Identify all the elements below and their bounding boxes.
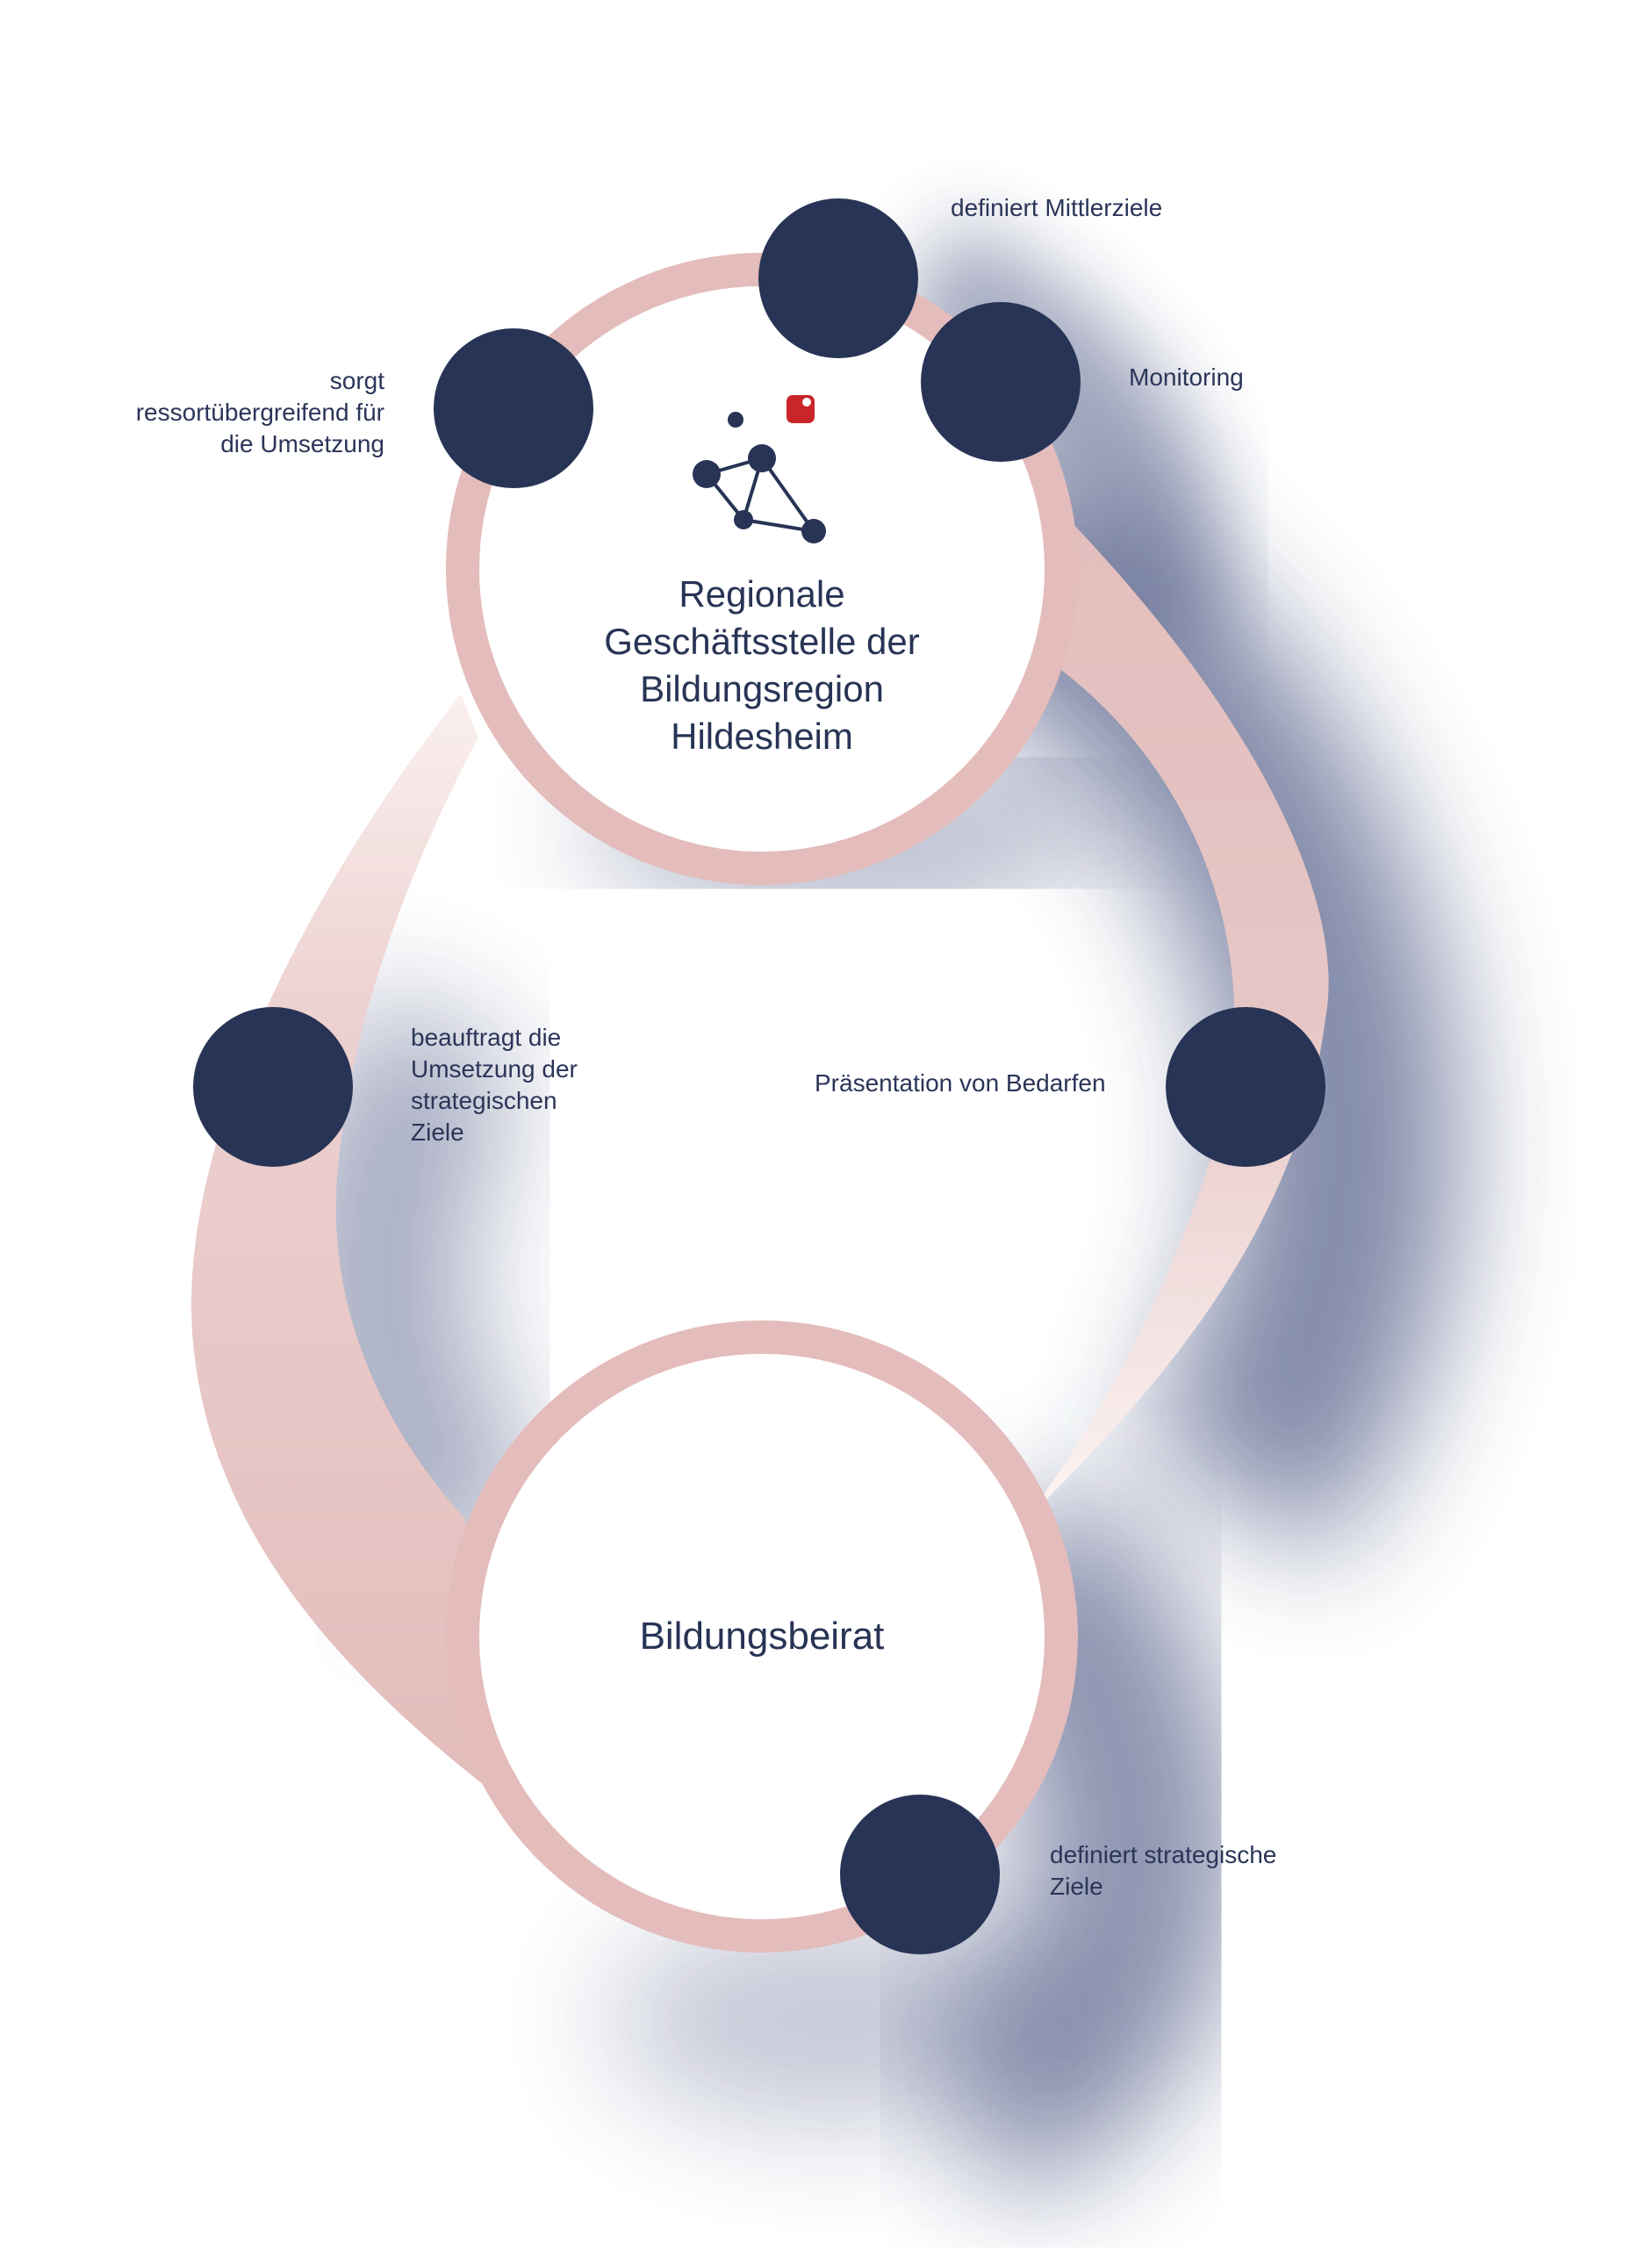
shadow-bottom-center	[606, 1914, 1062, 2125]
label-sorgt: sorgt ressortübergreifend für die Umsetz…	[135, 367, 384, 457]
node-beauftragt	[193, 1007, 353, 1167]
bildungsregion-network-logo	[693, 395, 826, 543]
top-circle	[446, 253, 1078, 885]
node-sorgt	[434, 328, 593, 488]
node-praesentation	[1166, 1007, 1325, 1167]
node-strategische	[840, 1795, 1000, 1954]
arc-left	[190, 694, 492, 1791]
label-definiert-strategische: definiert strategische Ziele	[1050, 1841, 1277, 1900]
label-praesentation: Präsentation von Bedarfen	[815, 1069, 1106, 1097]
label-monitoring: Monitoring	[1129, 363, 1244, 391]
node-mittlerziele	[758, 198, 918, 358]
shadow-left	[287, 984, 550, 1613]
arc-right	[944, 401, 1329, 1506]
top-circle-title: Regionale Geschäftsstelle der Bildungsre…	[604, 573, 920, 757]
node-monitoring	[921, 302, 1081, 462]
label-beauftragt: beauftragt die Umsetzung der strategisch…	[411, 1024, 578, 1146]
label-definiert-mittlerziele: definiert Mittlerziele	[951, 194, 1163, 221]
bottom-circle-title: Bildungsbeirat	[639, 1615, 885, 1658]
